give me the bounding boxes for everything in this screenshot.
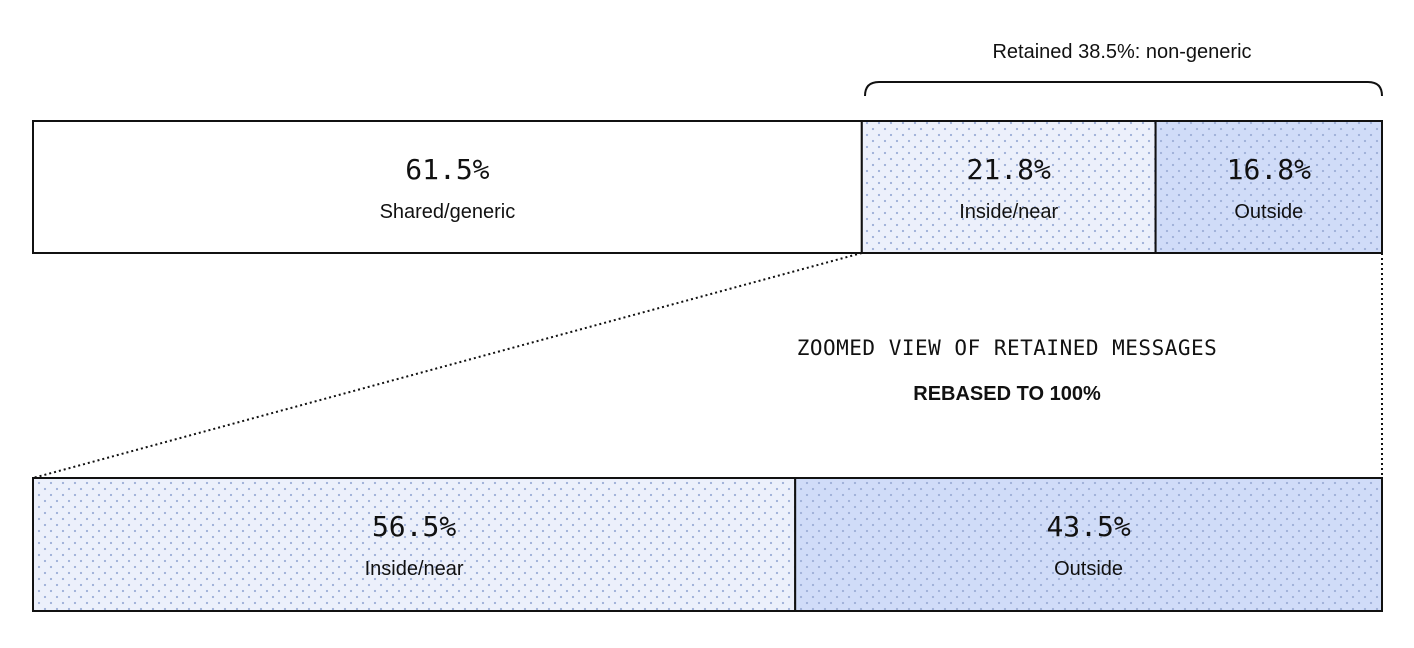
zoom-bar-segment-outside-texture	[795, 478, 1382, 611]
zoom-bar-value-label: 56.5%	[372, 510, 456, 543]
zoom-bar-category-label: Outside	[1054, 558, 1123, 580]
top-bar-category-label: Shared/generic	[380, 201, 516, 223]
top-bar-segment-shared-generic	[33, 121, 862, 253]
zoom-bar-value-label: 43.5%	[1046, 510, 1130, 543]
top-bar-value-label: 21.8%	[967, 153, 1051, 186]
zoom-note-subtitle: REBASED TO 100%	[913, 383, 1101, 405]
brace-label: Retained 38.5%: non-generic	[992, 41, 1251, 63]
zoom-bar-segment-outside-border	[794, 477, 1383, 612]
zoom-bar-category-label: Inside/near	[365, 558, 464, 580]
top-bar-value-label: 61.5%	[405, 153, 489, 186]
retained-brace	[864, 81, 1383, 97]
zoom-connector-left	[32, 252, 863, 479]
top-bar-category-label: Outside	[1234, 201, 1303, 223]
top-stacked-bar: 61.5% Shared/generic 21.8% Inside/near 16.8%…	[32, 120, 1383, 254]
zoom-bar-segment-inside-near-texture	[33, 478, 796, 611]
top-bar-value-label: 16.8%	[1227, 153, 1311, 186]
top-bar-segment-outside-border	[1154, 120, 1383, 254]
top-bar-segment-outside-texture	[1155, 121, 1382, 253]
top-bar-segment-inside-near-texture	[861, 121, 1156, 253]
zoom-note-title: ZOOMED VIEW OF RETAINED MESSAGES	[797, 336, 1218, 360]
zoomed-stacked-bar: 56.5% Inside/near 43.5% Outside	[32, 477, 1383, 612]
top-bar-category-label: Inside/near	[959, 201, 1058, 223]
